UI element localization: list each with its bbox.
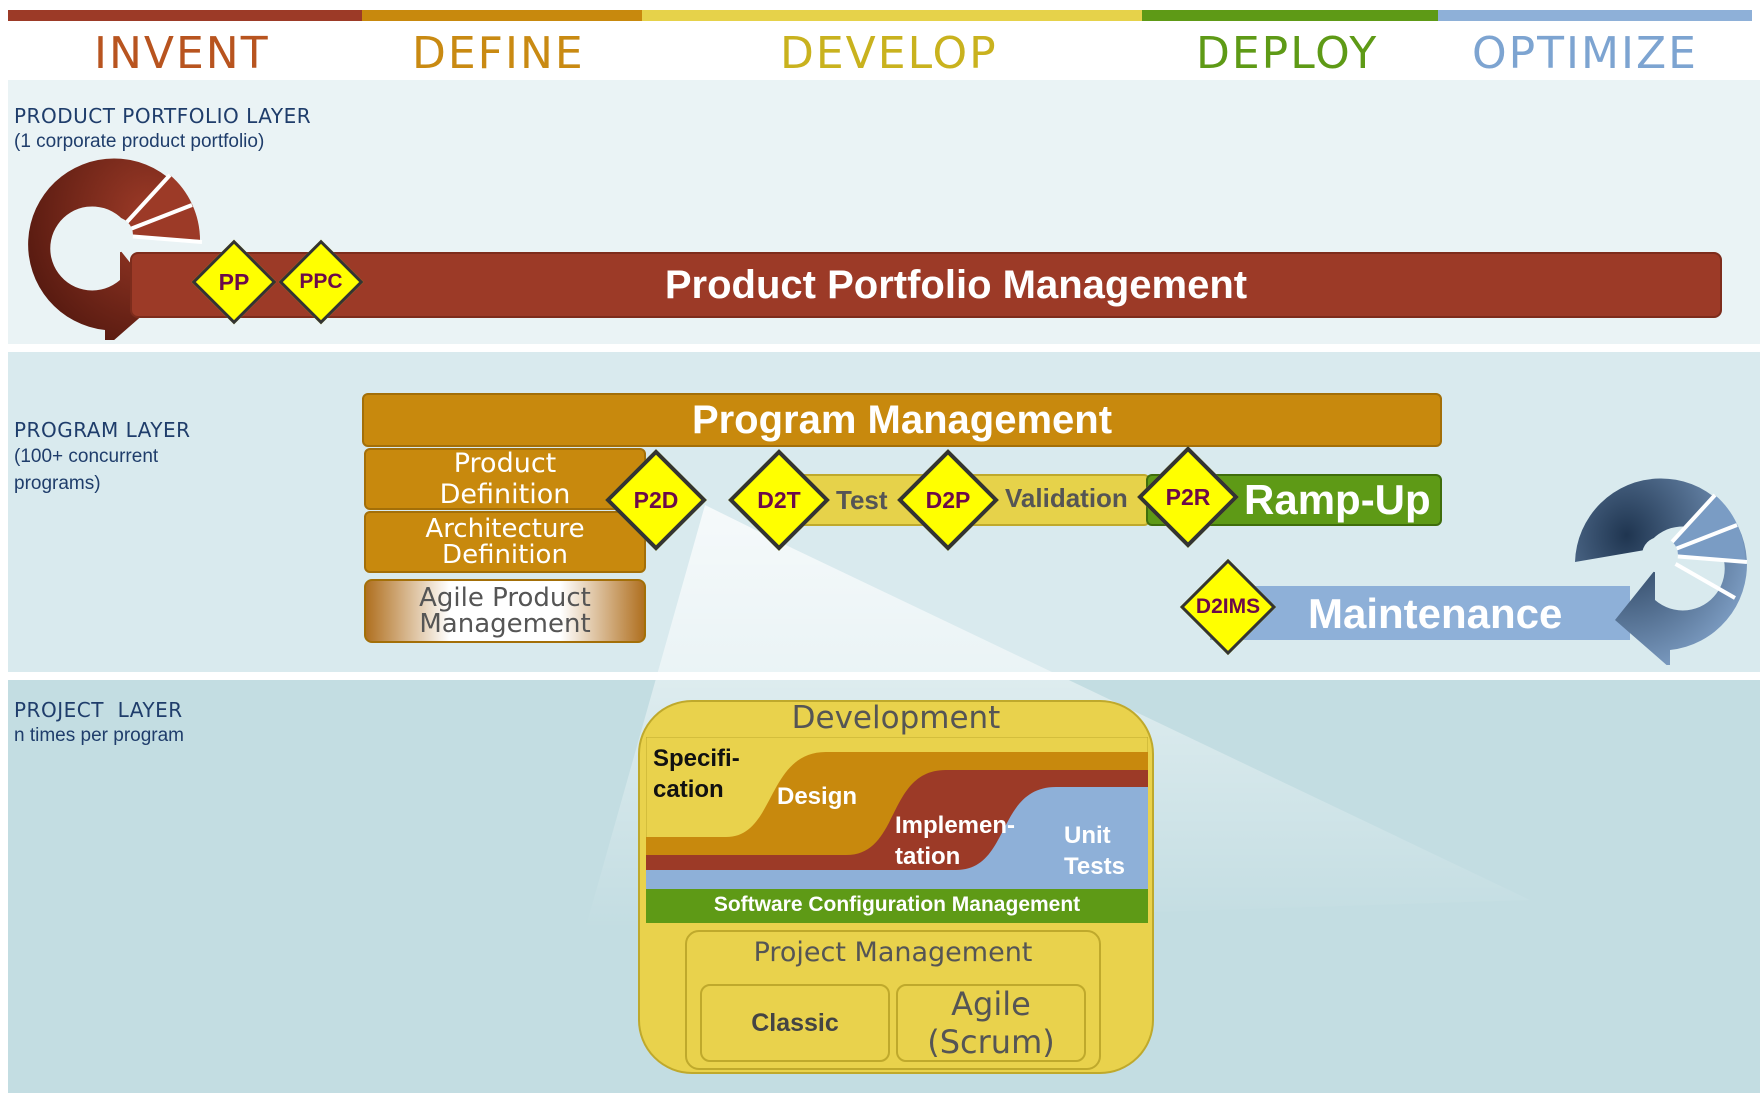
gate-d2p-label: D2P	[925, 486, 971, 513]
project-management-label: Project Management	[753, 937, 1033, 968]
phase-bar-optimize	[1438, 10, 1752, 21]
agile-product-management-label: Agile Product Management	[419, 583, 591, 639]
agile-scrum-box: Agile (Scrum)	[896, 984, 1086, 1062]
phase-bar-deploy	[1142, 10, 1438, 21]
portfolio-cycle-icon	[28, 158, 203, 340]
classic-box: Classic	[700, 984, 890, 1062]
architecture-definition-box: Architecture Definition	[364, 511, 646, 573]
specification-label: Specifi- cation	[653, 745, 740, 803]
product-definition-label: Product Definition	[439, 448, 571, 510]
gate-ppc: PPC	[278, 239, 364, 325]
gate-d2ims-label: D2IMS	[1195, 595, 1261, 618]
gate-d2ims: D2IMS	[1179, 558, 1277, 656]
portfolio-management-bar: Product Portfolio Management	[130, 252, 1722, 318]
gate-ppc-label: PPC	[299, 270, 343, 293]
maintenance-bar	[1210, 586, 1630, 640]
agile-product-management-box: Agile Product Management	[364, 579, 646, 643]
test-label: Test	[836, 485, 888, 515]
architecture-definition-label: Architecture Definition	[425, 514, 585, 570]
design-label: Design	[777, 783, 858, 810]
portfolio-management-label: Product Portfolio Management	[664, 262, 1248, 307]
validation-label: Validation	[1005, 483, 1128, 513]
gate-p2d: P2D	[605, 449, 707, 551]
project-layer-subtitle: n times per program	[14, 725, 185, 746]
gate-p2r: P2R	[1137, 446, 1239, 548]
phase-bar-define	[362, 10, 642, 21]
phase-label-define: DEFINE	[412, 28, 585, 79]
gate-pp-label: PP	[218, 268, 250, 295]
phase-label-optimize: OPTIMIZE	[1472, 28, 1698, 79]
ramp-up-label: Ramp-Up	[1244, 476, 1431, 523]
maintenance-cycle-icon	[1575, 478, 1748, 665]
unit-tests-label: Unit Tests	[1064, 822, 1125, 880]
phase-bar-invent	[8, 10, 362, 21]
phase-label-develop: DEVELOP	[780, 28, 998, 79]
phase-label-deploy: DEPLOY	[1196, 28, 1379, 79]
program-management-bar: Program Management	[362, 393, 1442, 447]
gate-d2t: D2T	[728, 449, 830, 551]
gate-d2t-label: D2T	[757, 486, 801, 513]
scm-label: Software Configuration Management	[713, 893, 1081, 916]
development-phase-chart	[646, 737, 1148, 923]
development-title: Development	[791, 700, 1001, 736]
phase-label-invent: INVENT	[94, 28, 270, 79]
gate-d2p: D2P	[897, 449, 999, 551]
program-layer-title: PROGRAM LAYER	[14, 418, 191, 442]
gate-p2r-label: P2R	[1165, 483, 1211, 510]
phase-bar-develop	[642, 10, 1142, 21]
project-management-box	[685, 930, 1101, 1070]
project-layer-title: PROJECT LAYER	[14, 698, 183, 722]
gate-pp: PP	[191, 239, 277, 325]
product-definition-box: Product Definition	[364, 448, 646, 510]
program-management-label: Program Management	[691, 397, 1113, 442]
program-layer-subtitle: (100+ concurrent programs)	[14, 446, 159, 494]
implementation-label: Implemen- tation	[895, 812, 1016, 870]
gate-p2d-label: P2D	[633, 486, 679, 513]
maintenance-label: Maintenance	[1308, 590, 1563, 637]
classic-label: Classic	[751, 1008, 839, 1037]
portfolio-layer-title: PRODUCT PORTFOLIO LAYER	[14, 104, 312, 128]
agile-scrum-label: Agile (Scrum)	[927, 985, 1055, 1061]
portfolio-layer-subtitle: (1 corporate product portfolio)	[14, 131, 265, 152]
